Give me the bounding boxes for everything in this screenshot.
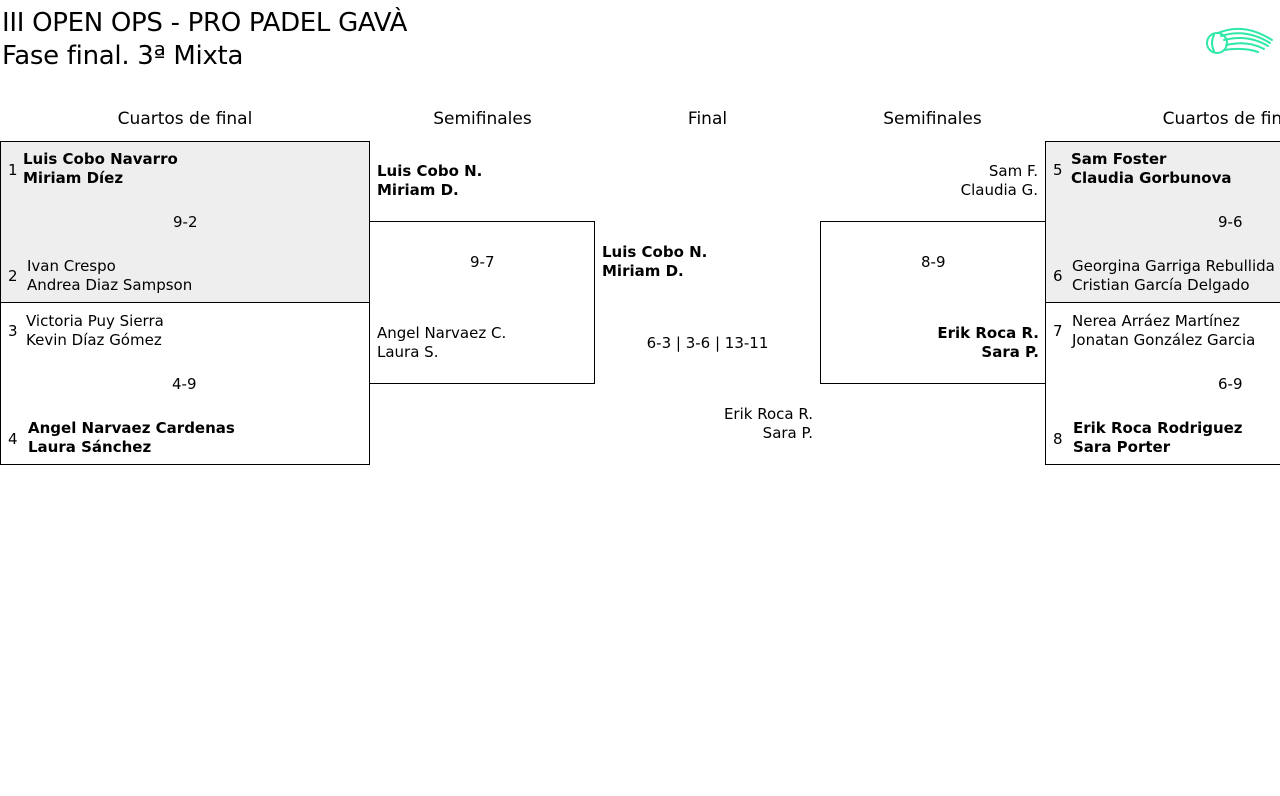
player-name: Miriam Díez bbox=[23, 169, 124, 187]
player-name: Claudia G. bbox=[960, 181, 1038, 199]
seed-number: 7 bbox=[1053, 322, 1063, 340]
team-2-names: Ivan Crespo Andrea Diaz Sampson bbox=[27, 257, 192, 295]
player-name: Sam Foster bbox=[1071, 150, 1167, 168]
player-name: Kevin Díaz Gómez bbox=[26, 331, 162, 349]
match-score: 9-7 bbox=[470, 253, 495, 271]
seed-number: 8 bbox=[1053, 430, 1063, 448]
semifinal-left-team-top: Luis Cobo N. Miriam D. bbox=[377, 162, 482, 200]
player-name: Jonatan González Garcia bbox=[1072, 331, 1256, 349]
player-name: Erik Roca Rodriguez bbox=[1073, 419, 1243, 437]
semifinal-right-team-top: Sam F. Claudia G. bbox=[830, 162, 1038, 200]
player-name: Sam F. bbox=[988, 162, 1038, 180]
seed-number: 3 bbox=[8, 322, 18, 340]
player-name: Sara P. bbox=[981, 343, 1039, 361]
team-4-names: Angel Narvaez Cardenas Laura Sánchez bbox=[28, 419, 235, 457]
player-name: Nerea Arráez Martínez bbox=[1072, 312, 1240, 330]
header-semifinals-left: Semifinales bbox=[433, 109, 532, 129]
quarterfinal-match-3: 5 Sam Foster Claudia Gorbunova 9-6 6 Geo… bbox=[1045, 141, 1280, 303]
seed-number: 4 bbox=[8, 430, 18, 448]
match-score: 8-9 bbox=[921, 253, 946, 271]
header-final: Final bbox=[687, 109, 728, 129]
semifinal-left-match: 9-7 Angel Narvaez C. Laura S. bbox=[369, 221, 595, 384]
match-score: 9-6 bbox=[1218, 213, 1243, 231]
header-quarterfinals-right: Cuartos de final bbox=[1162, 109, 1280, 129]
player-name: Andrea Diaz Sampson bbox=[27, 276, 193, 294]
match-score: 6-9 bbox=[1218, 375, 1243, 393]
quarterfinal-match-1: 1 Luis Cobo Navarro Miriam Díez 9-2 2 Iv… bbox=[0, 141, 370, 303]
seed-number: 1 bbox=[8, 161, 18, 179]
semifinal-left-team-bottom: Angel Narvaez C. Laura S. bbox=[377, 324, 506, 362]
player-name: Cristian García Delgado bbox=[1072, 276, 1250, 294]
team-3-names: Victoria Puy Sierra Kevin Díaz Gómez bbox=[26, 312, 164, 350]
player-name: Victoria Puy Sierra bbox=[26, 312, 164, 330]
player-name: Angel Narvaez Cardenas bbox=[28, 419, 235, 437]
player-name: Miriam D. bbox=[377, 181, 459, 199]
header-quarterfinals-left: Cuartos de final bbox=[117, 109, 253, 129]
header-semifinals-right: Semifinales bbox=[883, 109, 982, 129]
team-1-names: Luis Cobo Navarro Miriam Díez bbox=[23, 150, 178, 188]
seed-number: 2 bbox=[8, 267, 18, 285]
tournament-subtitle: Fase final. 3ª Mixta bbox=[2, 41, 244, 71]
tournament-title: III OPEN OPS - PRO PADEL GAVÀ bbox=[2, 8, 408, 38]
player-name: Laura S. bbox=[377, 343, 439, 361]
match-score: 9-2 bbox=[173, 213, 198, 231]
final-score: 6-3 | 3-6 | 13-11 bbox=[646, 334, 769, 352]
seed-number: 6 bbox=[1053, 267, 1063, 285]
player-name: Erik Roca R. bbox=[723, 405, 813, 423]
player-name: Georgina Garriga Rebullida bbox=[1072, 257, 1275, 275]
player-name: Luis Cobo N. bbox=[602, 243, 708, 261]
team-6-names: Georgina Garriga Rebullida Cristian Garc… bbox=[1072, 257, 1275, 295]
match-score: 4-9 bbox=[172, 375, 197, 393]
player-name: Ivan Crespo bbox=[27, 257, 116, 275]
final-team-top: Luis Cobo N. Miriam D. bbox=[602, 243, 707, 281]
quarterfinal-match-4: 7 Nerea Arráez Martínez Jonatan González… bbox=[1045, 302, 1280, 465]
semifinal-right-team-bottom: Erik Roca R. Sara P. bbox=[829, 324, 1039, 362]
player-name: Sara P. bbox=[762, 424, 813, 442]
seed-number: 5 bbox=[1053, 161, 1063, 179]
final-team-bottom: Erik Roca R. Sara P. bbox=[600, 405, 813, 443]
player-name: Laura Sánchez bbox=[28, 438, 152, 456]
player-name: Claudia Gorbunova bbox=[1071, 169, 1232, 187]
player-name: Luis Cobo Navarro bbox=[23, 150, 178, 168]
team-5-names: Sam Foster Claudia Gorbunova bbox=[1071, 150, 1232, 188]
team-7-names: Nerea Arráez Martínez Jonatan González G… bbox=[1072, 312, 1255, 350]
player-name: Luis Cobo N. bbox=[377, 162, 483, 180]
quarterfinal-match-2: 3 Victoria Puy Sierra Kevin Díaz Gómez 4… bbox=[0, 302, 370, 465]
player-name: Erik Roca R. bbox=[937, 324, 1039, 342]
padel-ball-logo-icon bbox=[1206, 27, 1273, 54]
player-name: Miriam D. bbox=[602, 262, 684, 280]
semifinal-right-match: 8-9 Erik Roca R. Sara P. bbox=[820, 221, 1046, 384]
player-name: Sara Porter bbox=[1073, 438, 1171, 456]
team-8-names: Erik Roca Rodriguez Sara Porter bbox=[1073, 419, 1243, 457]
player-name: Angel Narvaez C. bbox=[377, 324, 507, 342]
